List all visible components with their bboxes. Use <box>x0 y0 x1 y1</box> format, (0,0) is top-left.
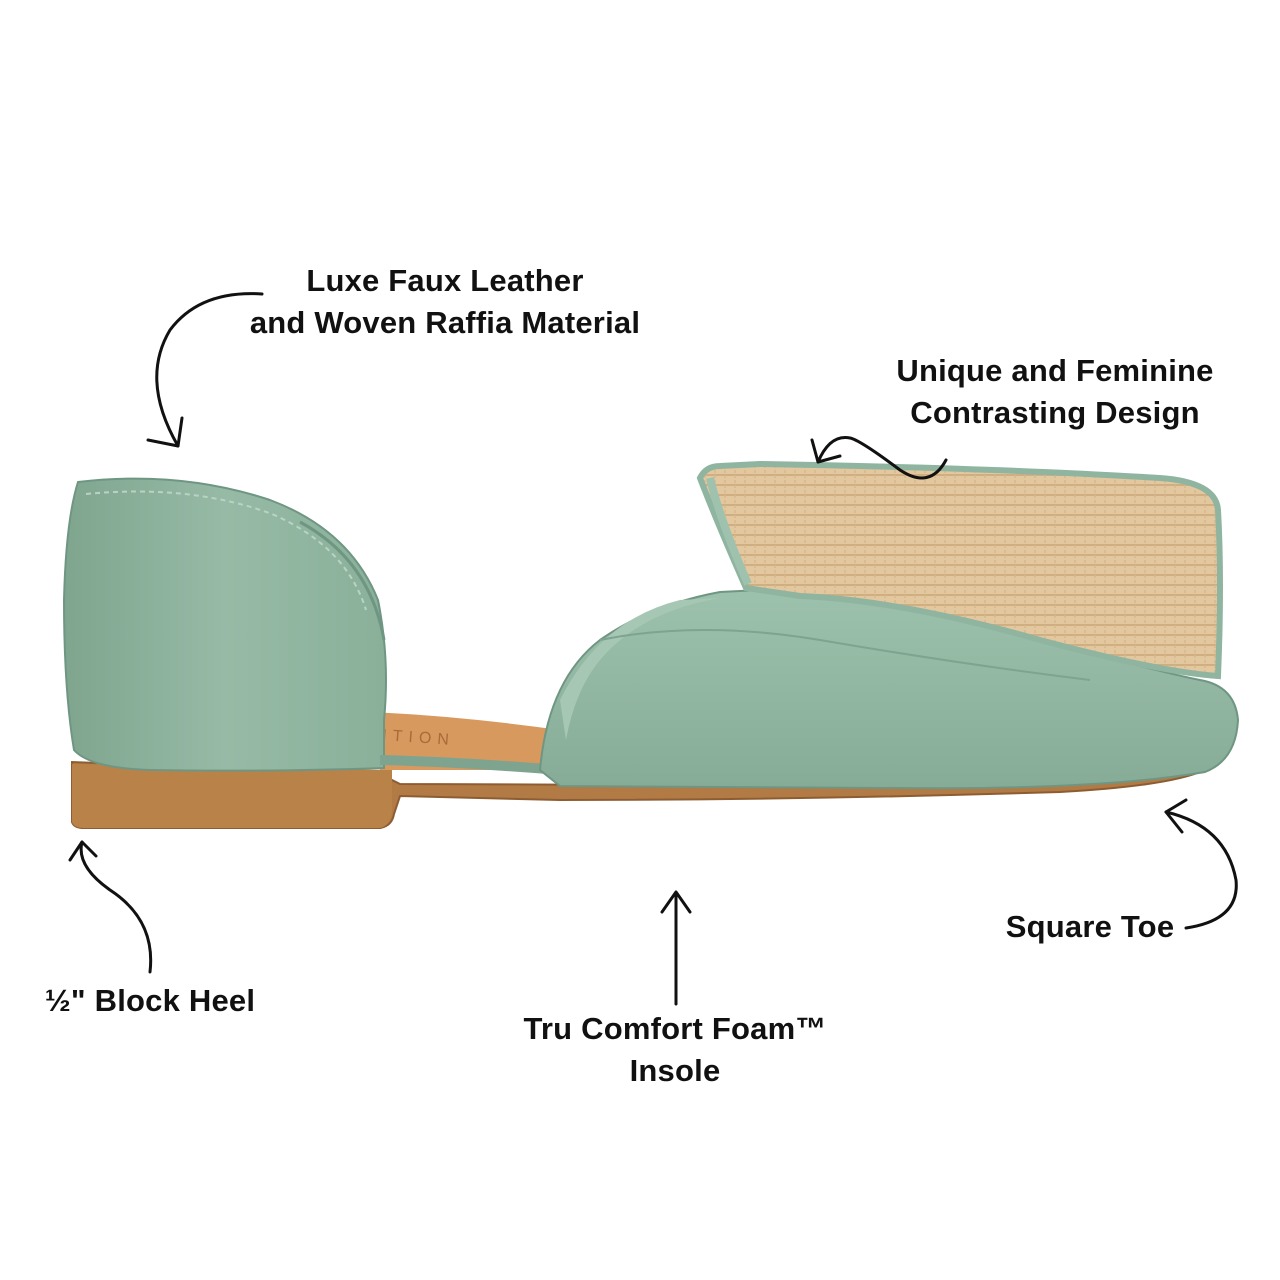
shoe-heel-counter <box>62 477 387 772</box>
curved-arrow-icon <box>146 292 264 448</box>
curved-arrow-icon <box>1164 798 1238 930</box>
svg-text:ITION: ITION <box>382 727 456 749</box>
callout-design: Unique and Feminine Contrasting Design <box>860 350 1250 434</box>
callout-material-line2: and Woven Raffia Material <box>249 305 641 340</box>
insole <box>370 712 560 770</box>
callout-square-toe: Square Toe <box>985 906 1195 948</box>
callout-material-line1: Luxe Faux Leather <box>306 263 584 298</box>
callout-design-line1: Unique and Feminine <box>896 353 1214 388</box>
straight-arrow-icon <box>660 890 692 1006</box>
heel-block <box>72 764 392 828</box>
callout-design-line2: Contrasting Design <box>910 395 1200 430</box>
callout-insole: Tru Comfort Foam™ Insole <box>480 1008 870 1092</box>
callout-insole-line2: Insole <box>629 1053 721 1088</box>
curved-arrow-icon <box>68 840 153 974</box>
callout-material: Luxe Faux Leather and Woven Raffia Mater… <box>210 260 680 344</box>
callout-toe-line1: Square Toe <box>1005 909 1175 944</box>
callout-block-heel: ½" Block Heel <box>20 980 280 1022</box>
curved-arrow-icon <box>810 436 948 480</box>
raffia-panel <box>696 460 1223 680</box>
callout-heel-line1: ½" Block Heel <box>44 983 256 1018</box>
callout-insole-line1: Tru Comfort Foam™ <box>523 1011 827 1046</box>
